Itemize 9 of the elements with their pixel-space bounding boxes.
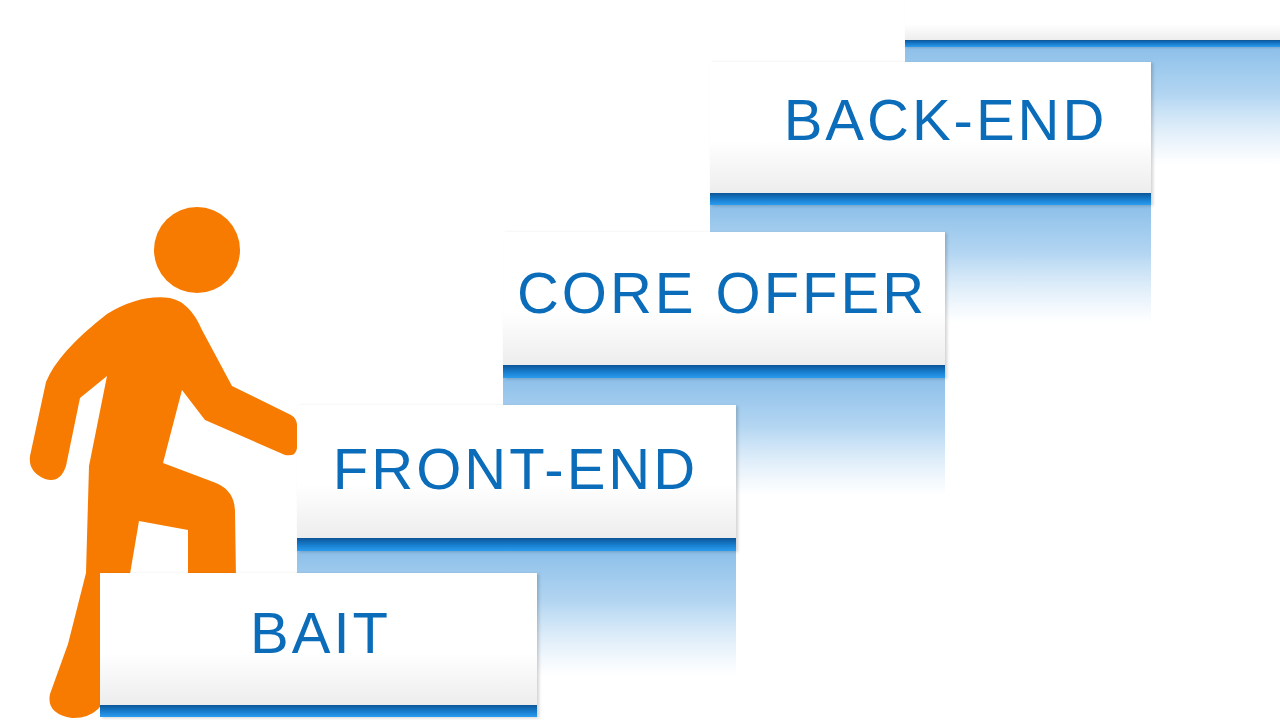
step-label: BAIT <box>250 604 391 662</box>
stair-step <box>100 573 537 717</box>
stair-step <box>503 232 945 378</box>
stair-step <box>297 405 736 551</box>
step-label: BACK-END <box>783 90 1108 149</box>
step-label: CORE OFFER <box>516 263 928 322</box>
step-label: FRONT-END <box>332 439 699 498</box>
stair-step <box>710 62 1151 205</box>
stair-step <box>905 0 1280 47</box>
